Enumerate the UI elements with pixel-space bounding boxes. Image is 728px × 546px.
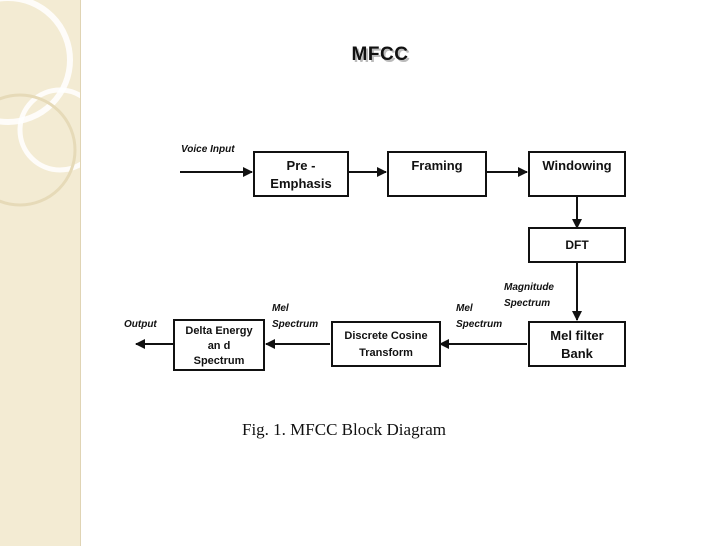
block-pre-emphasis (253, 151, 349, 197)
block-dct (331, 321, 441, 367)
slide-title: MFCC (351, 44, 409, 65)
dct-label-1: Discrete Cosine (344, 330, 427, 342)
mel-label-left: Mel (272, 303, 289, 314)
pre-emphasis-label-2: Emphasis (270, 176, 331, 191)
dft-label: DFT (565, 238, 589, 252)
pre-emphasis-label-1: Pre - (287, 158, 316, 173)
decorative-sidebar (0, 0, 81, 546)
delta-label-3: Spectrum (194, 355, 245, 367)
voice-input-label: Voice Input (181, 144, 235, 155)
decorative-circles (0, 0, 80, 207)
mel-spectrum-label-left: Spectrum (272, 319, 318, 330)
delta-label-1: Delta Energy (185, 325, 253, 337)
mel-filter-label-1: Mel filter (550, 328, 603, 343)
block-delta-energy (173, 319, 265, 371)
delta-label-2: an d (208, 340, 231, 352)
mel-spectrum-label-right: Spectrum (456, 319, 502, 330)
mel-label-right: Mel (456, 303, 473, 314)
output-label: Output (124, 319, 157, 330)
block-framing (387, 151, 487, 197)
block-mel-filter-bank (528, 321, 626, 367)
magnitude-label: Magnitude (504, 282, 554, 293)
block-windowing (528, 151, 626, 197)
block-dft (528, 227, 626, 263)
dct-label-2: Transform (359, 347, 413, 359)
mel-filter-label-2: Bank (561, 346, 594, 361)
figure-caption: Fig. 1. MFCC Block Diagram (242, 420, 447, 439)
framing-label: Framing (411, 158, 462, 173)
windowing-label: Windowing (542, 158, 611, 173)
magnitude-spectrum-label: Spectrum (504, 298, 550, 309)
